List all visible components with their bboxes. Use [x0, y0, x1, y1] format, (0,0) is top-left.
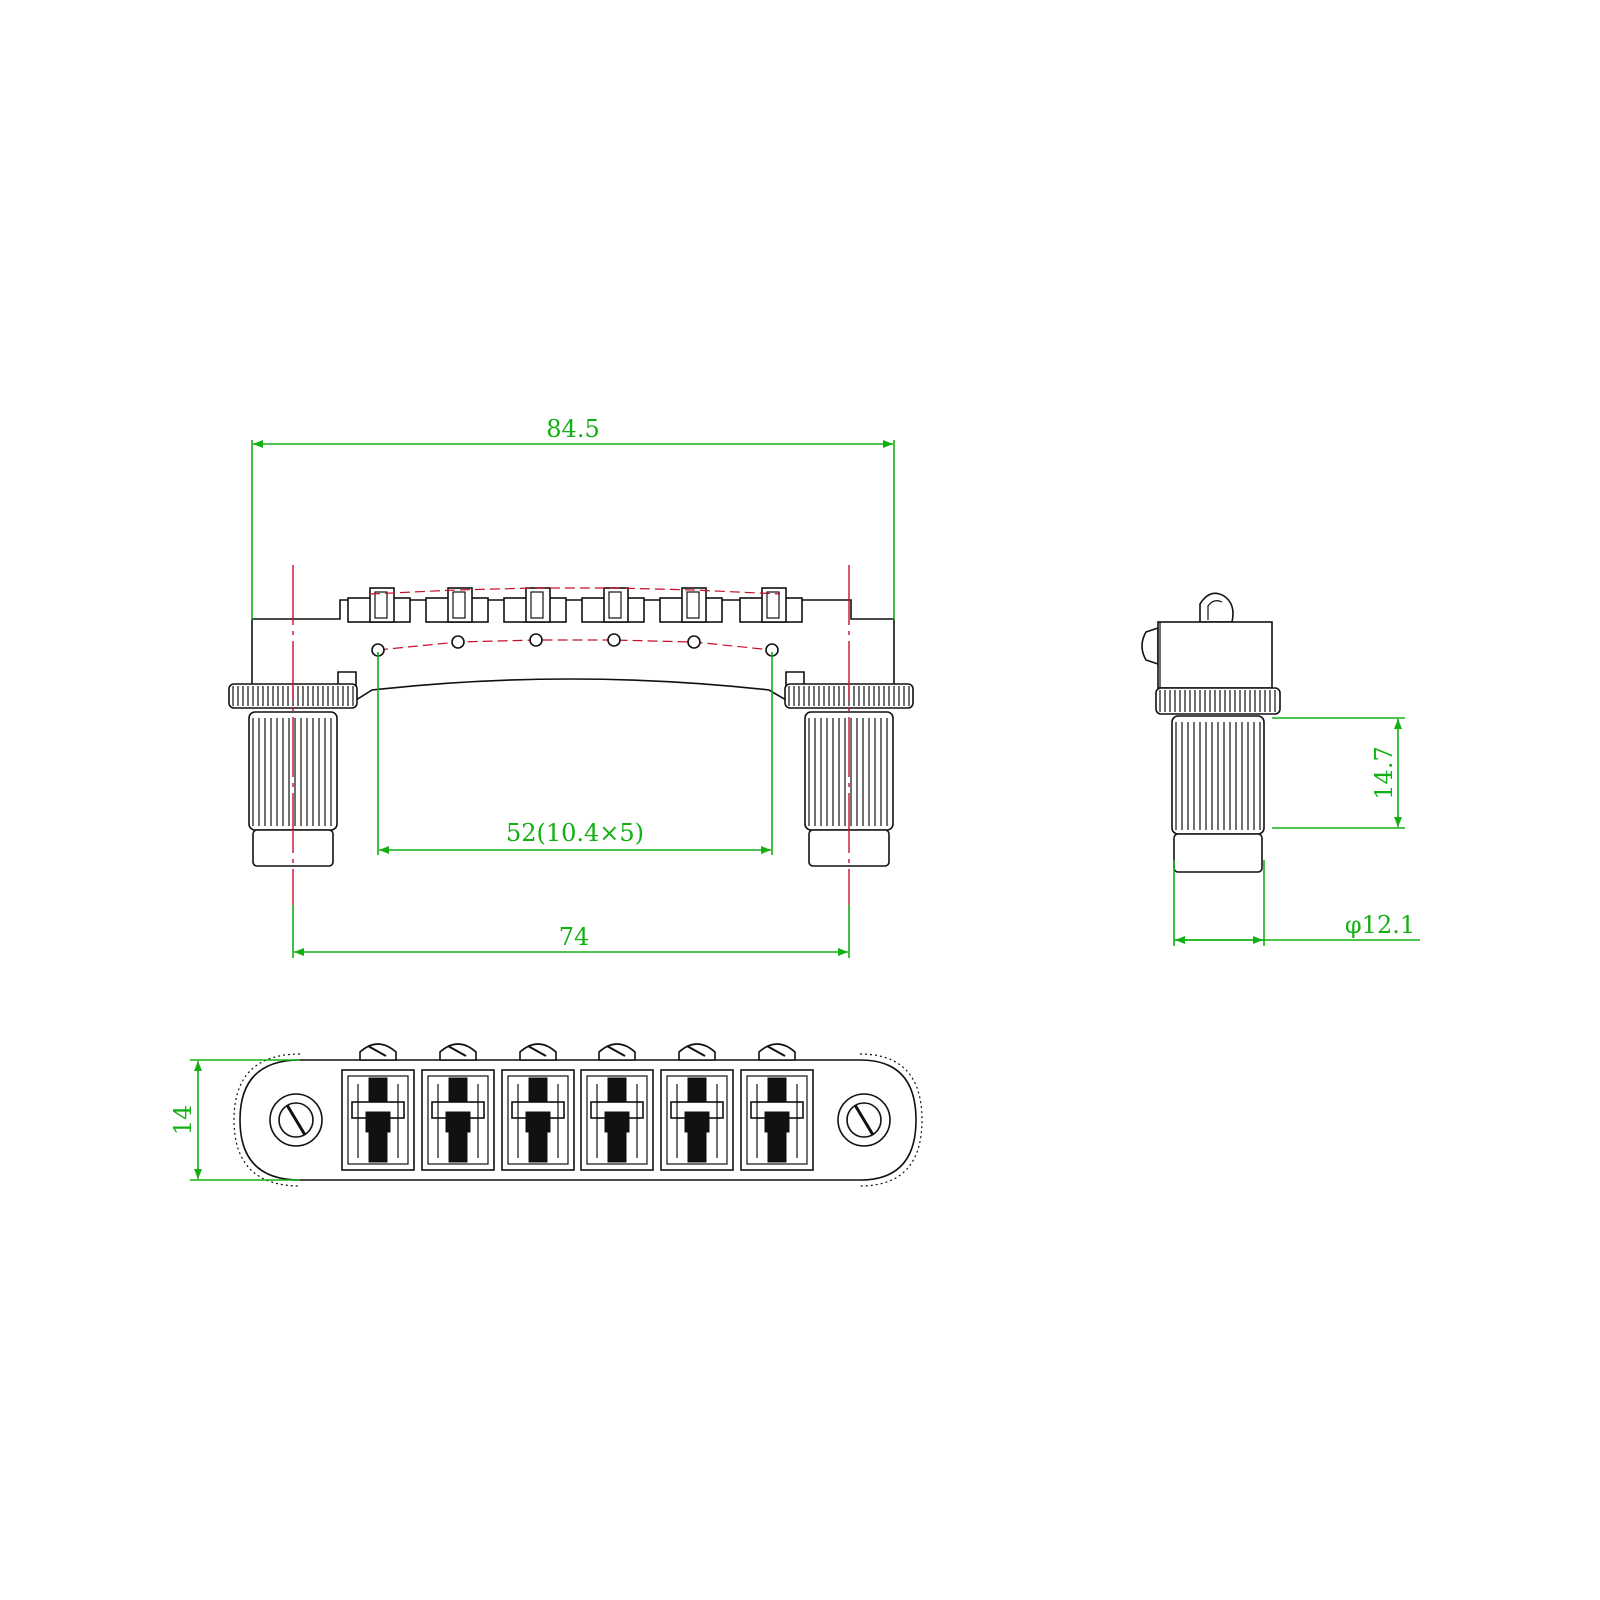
dim-overall-length [251, 440, 895, 620]
dim-saddle-spacing-label: 52(10.4×5) [506, 819, 644, 847]
dim-body-depth [190, 1059, 300, 1181]
dim-post-diameter [1173, 860, 1420, 946]
top-saddles [341, 1043, 814, 1171]
dim-post-diameter-label: φ12.1 [1345, 911, 1415, 939]
top-saddle-3 [501, 1043, 575, 1171]
saddle-radius-line [377, 639, 773, 651]
saddle-top-4 [581, 587, 645, 623]
top-saddle-6 [740, 1043, 814, 1171]
side-post-shaft [1173, 833, 1263, 873]
saddle-top-1 [347, 587, 411, 623]
left-post-screw [269, 1093, 323, 1147]
dim-overall-length-label: 84.5 [546, 415, 599, 443]
saddle-tops [347, 587, 803, 623]
dim-body-depth-label: 14 [169, 1105, 197, 1136]
side-body [1157, 621, 1273, 689]
dim-saddle-spacing [377, 652, 773, 855]
saddle-top-5 [659, 587, 723, 623]
side-post [1155, 687, 1281, 873]
top-saddle-4 [580, 1043, 654, 1171]
intonation-screw-head [1141, 626, 1159, 666]
saddle-holes [371, 633, 779, 657]
saddle-hole-2 [451, 635, 465, 649]
top-view [233, 1043, 923, 1187]
side-saddle-nub [1199, 592, 1234, 623]
saddle-hole-5 [687, 635, 701, 649]
side-view [1141, 592, 1281, 873]
saddle-hole-4 [607, 633, 621, 647]
top-saddle-1 [341, 1043, 415, 1171]
front-view [228, 565, 914, 905]
top-knurl-left [233, 1053, 301, 1187]
saddle-hole-3 [529, 633, 543, 647]
saddle-top-6 [739, 587, 803, 623]
top-saddle-5 [660, 1043, 734, 1171]
dim-post-spacing-label: 74 [559, 923, 590, 951]
saddle-top-3 [503, 587, 567, 623]
side-post-thumbwheel [1155, 687, 1281, 715]
dim-post-spacing [292, 905, 850, 958]
saddle-top-radius-line [369, 587, 781, 595]
top-saddle-2 [421, 1043, 495, 1171]
dim-post-height-label: 14.7 [1370, 746, 1398, 799]
dim-post-height [1272, 717, 1405, 829]
right-post-screw [837, 1093, 891, 1147]
saddle-top-2 [425, 587, 489, 623]
